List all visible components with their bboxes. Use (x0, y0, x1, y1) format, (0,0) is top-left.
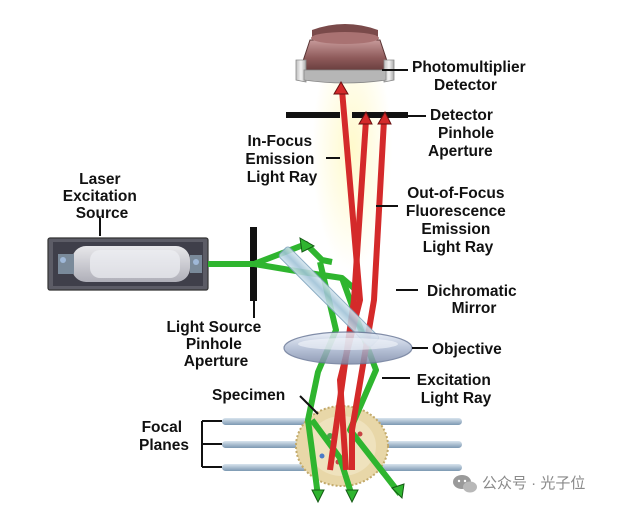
label-photomultiplier-detector: Photomultiplier Detector (412, 59, 530, 94)
label-dichromatic-mirror: Dichromatic Mirror (427, 283, 521, 317)
label-objective: Objective (432, 341, 502, 358)
photomultiplier-detector (295, 24, 395, 84)
wechat-icon (453, 475, 477, 493)
label-in-focus-emission: In-Focus Emission Light Ray (245, 133, 318, 186)
label-excitation-ray: Excitation Light Ray (417, 372, 495, 407)
label-laser-source: Laser Excitation Source (63, 171, 141, 222)
label-focal-planes: Focal Planes (139, 419, 189, 454)
label-light-source-pinhole: Light Source Pinhole Aperture (166, 319, 265, 370)
watermark-text: 公众号 · 光子位 (482, 475, 585, 492)
label-detector-pinhole: Detector Pinhole Aperture (428, 107, 498, 160)
leader-lines (99, 69, 428, 468)
laser-source (47, 237, 209, 291)
objective-highlight (298, 338, 398, 350)
detector-pinhole-aperture (286, 112, 408, 118)
label-out-of-focus-emission: Out-of-Focus Fluorescence Emission Light… (406, 185, 510, 256)
emission-arrowheads (333, 81, 392, 125)
label-specimen: Specimen (212, 387, 285, 404)
emission-glow (312, 30, 392, 270)
excitation-arrowheads (299, 237, 405, 504)
